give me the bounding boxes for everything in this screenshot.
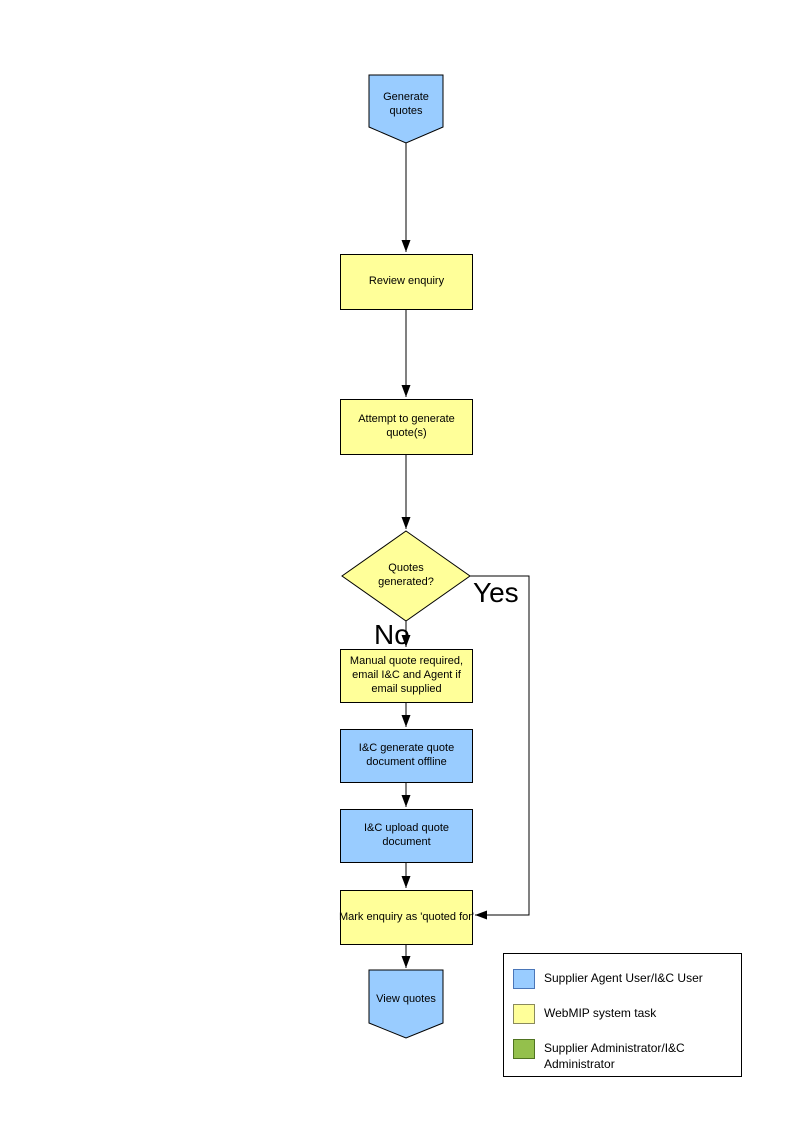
legend-label-system: WebMIP system task bbox=[544, 1006, 657, 1020]
terminator-view-quotes-shape bbox=[368, 969, 444, 1039]
legend-swatch-yellow bbox=[513, 1004, 535, 1024]
legend-item-system: WebMIP system task bbox=[504, 1004, 741, 1026]
legend: Supplier Agent User/I&C User WebMIP syst… bbox=[503, 953, 742, 1077]
process-ic-generate-quote-offline: I&C generate quote document offline bbox=[340, 729, 473, 783]
branch-label-no: No bbox=[374, 619, 410, 650]
process-review-enquiry: Review enquiry bbox=[340, 254, 473, 310]
legend-swatch-green bbox=[513, 1039, 535, 1059]
legend-item-user: Supplier Agent User/I&C User bbox=[504, 969, 741, 991]
process-ic-upload-quote-document: I&C upload quote document bbox=[340, 809, 473, 863]
terminator-generate-quotes-shape bbox=[368, 74, 444, 144]
connector-decision-yes-to-mark bbox=[470, 575, 530, 920]
decision-quotes-generated-shape bbox=[341, 530, 471, 622]
legend-swatch-blue bbox=[513, 969, 535, 989]
legend-label-user: Supplier Agent User/I&C User bbox=[544, 971, 703, 985]
process-manual-quote-required: Manual quote required, email I&C and Age… bbox=[340, 649, 473, 703]
branch-label-yes: Yes bbox=[473, 577, 519, 608]
legend-label-admin: Supplier Administrator/I&C Administrator bbox=[544, 1041, 685, 1071]
legend-item-admin: Supplier Administrator/I&C Administrator bbox=[504, 1039, 741, 1073]
process-mark-enquiry-quoted-for: Mark enquiry as 'quoted for' bbox=[339, 890, 474, 945]
process-attempt-generate-quotes: Attempt to generate quote(s) bbox=[340, 399, 473, 455]
